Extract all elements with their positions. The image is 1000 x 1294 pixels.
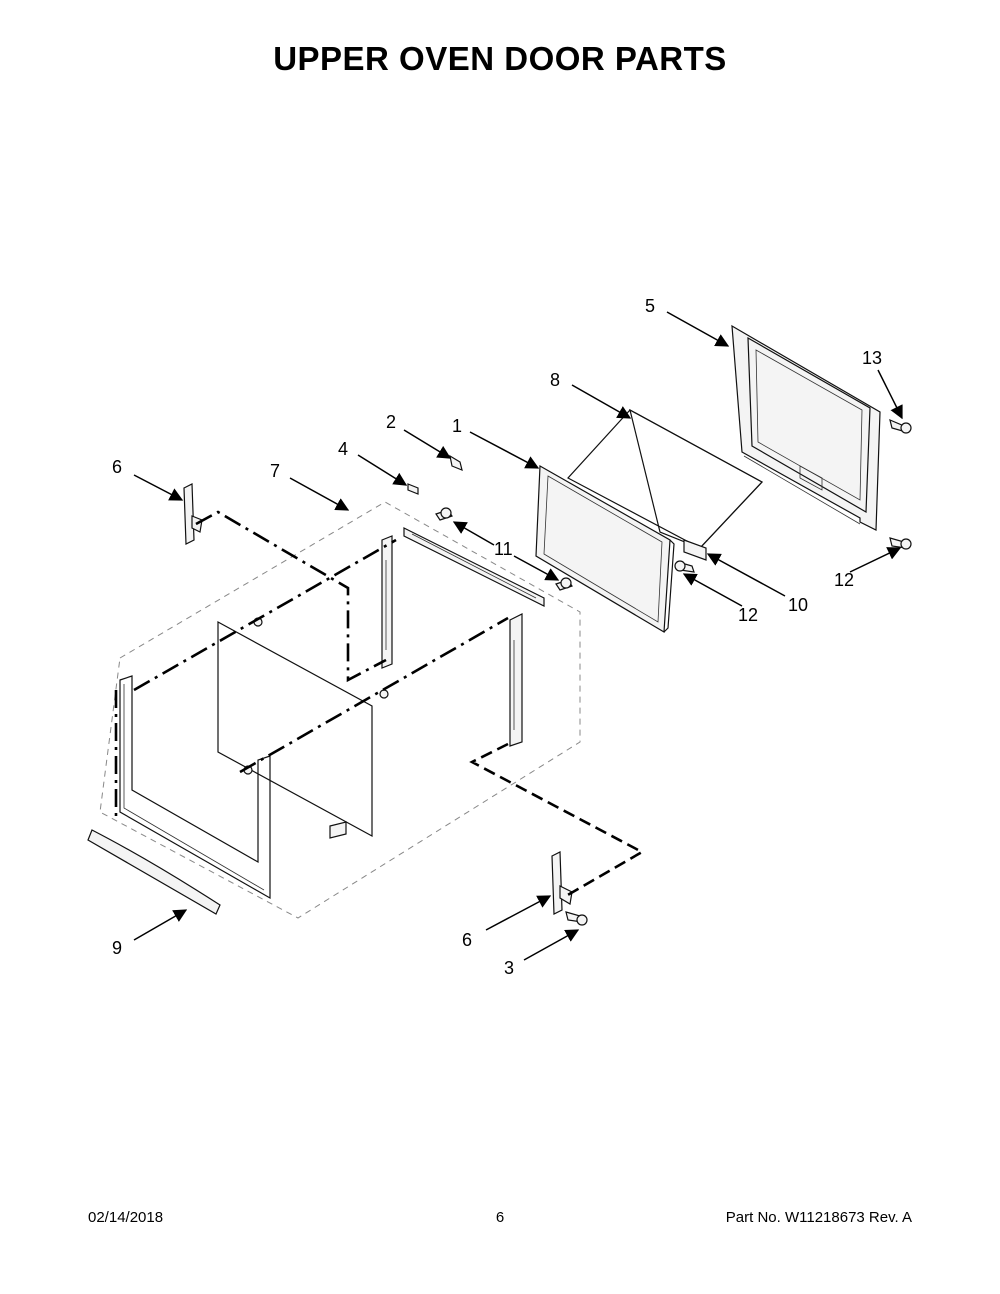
screw-3-part xyxy=(565,911,588,926)
leader-14 xyxy=(877,369,903,420)
screw-11-lower xyxy=(555,577,573,591)
hinge-lower xyxy=(551,851,573,915)
leader-11-lower xyxy=(513,555,560,581)
leader-9 xyxy=(571,384,632,419)
callout-2: 2 xyxy=(386,412,396,432)
door-assembly-phantom-outline xyxy=(99,501,581,919)
left-side-rail xyxy=(381,535,393,669)
leader-4 xyxy=(357,454,408,486)
leader-13 xyxy=(849,547,902,573)
leader-2 xyxy=(403,429,452,459)
callout-5: 5 xyxy=(645,296,655,316)
page-title: UPPER OVEN DOOR PARTS xyxy=(273,40,727,77)
bracket-2-part xyxy=(449,454,463,471)
leader-12 xyxy=(682,573,743,607)
screw-13-part xyxy=(889,537,912,550)
callout-11: 11 xyxy=(494,539,513,559)
right-side-rail xyxy=(509,613,523,747)
leader-6-lower xyxy=(485,895,552,931)
outer-glass-panel xyxy=(217,617,389,839)
leader-8 xyxy=(133,909,188,941)
glass-clip-part xyxy=(683,539,707,561)
assembly-line-lower-hinge xyxy=(469,742,645,898)
callout-6-upper: 6 xyxy=(112,457,122,477)
top-door-channel xyxy=(403,527,545,607)
leader-10 xyxy=(706,553,786,597)
callout-7: 7 xyxy=(270,461,280,481)
screw-14-part xyxy=(889,418,912,434)
footer-page-number: 6 xyxy=(495,1209,505,1226)
footer-date: 02/14/2018 xyxy=(88,1209,164,1226)
bracket-4-part xyxy=(407,483,419,495)
callout-13: 12 xyxy=(834,570,854,590)
leader-11-upper xyxy=(452,521,495,546)
callout-4: 4 xyxy=(338,439,348,459)
callout-12: 12 xyxy=(738,605,758,625)
callout-14: 13 xyxy=(862,348,882,368)
door-trim-handle xyxy=(87,829,221,915)
callout-8: 9 xyxy=(112,938,122,958)
hinge-upper xyxy=(183,483,203,545)
footer-part-number: Part No. W11218673 Rev. A xyxy=(725,1209,912,1226)
leader-1 xyxy=(469,431,540,469)
assembly-line-top xyxy=(133,538,397,692)
callout-1: 1 xyxy=(452,416,462,436)
leader-7 xyxy=(289,477,350,511)
assembly-line-upper-hinge xyxy=(195,510,387,683)
screw-12-part xyxy=(674,560,695,573)
outer-door-frame xyxy=(119,675,271,900)
callout-3: 3 xyxy=(504,958,514,978)
callout-9: 8 xyxy=(550,370,560,390)
callout-6-lower: 6 xyxy=(462,930,472,950)
leader-6-upper xyxy=(133,474,184,501)
rear-door-frame xyxy=(731,324,881,531)
assembly-line-mid xyxy=(239,616,509,774)
middle-glass-pack xyxy=(535,464,675,634)
callout-10: 10 xyxy=(788,595,808,615)
leader-3 xyxy=(523,929,580,961)
leader-5 xyxy=(666,311,730,347)
screw-11-upper xyxy=(435,507,453,521)
